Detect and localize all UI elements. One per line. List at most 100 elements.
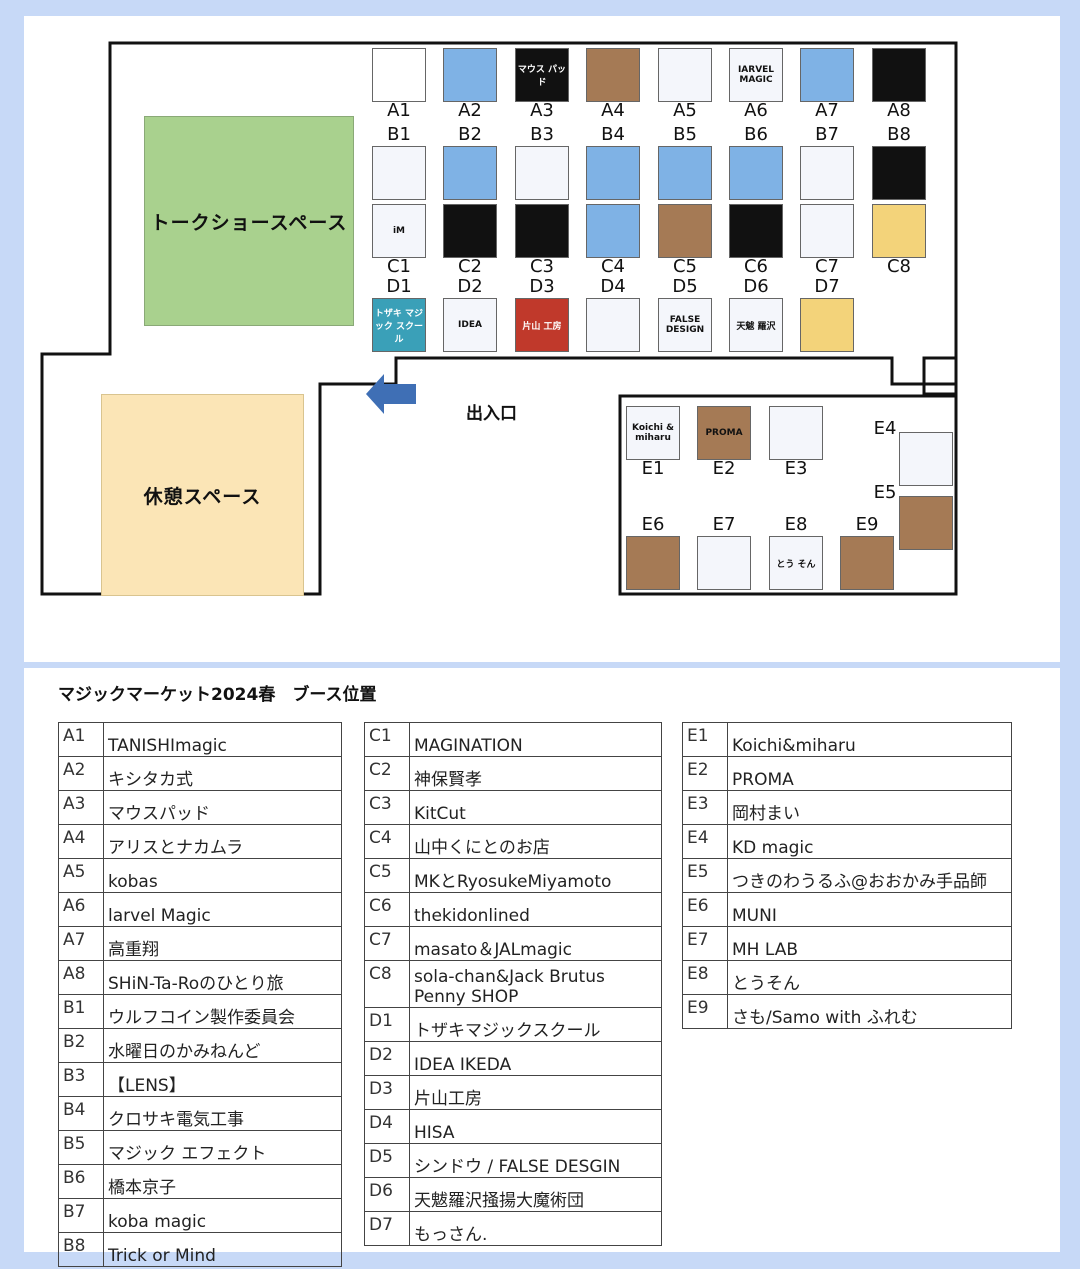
photo-icon (899, 496, 953, 550)
table-row: D7 もっさん. (364, 1211, 662, 1246)
logo-icon: Koichi & miharu (626, 406, 680, 460)
booth-name-cell: IDEA IKEDA (409, 1041, 662, 1076)
table-row: B3【LENS】 (58, 1062, 342, 1097)
booth-name-cell: MKとRyosukeMiyamoto (409, 858, 662, 893)
booth-name-cell: TANISHImagic (103, 722, 342, 757)
booth-id-cell: C5 (364, 858, 410, 893)
signature-icon (443, 204, 497, 258)
logo-icon: とう そん (769, 536, 823, 590)
booth-id-label: E2 (712, 458, 736, 479)
booth-name-cell: MAGINATION (409, 722, 662, 757)
illustration-icon (769, 406, 823, 460)
booth-id-label: C4 (600, 256, 626, 277)
booth-name-cell: マウスパッド (103, 790, 342, 825)
banner-icon (729, 146, 783, 200)
photo-icon (586, 48, 640, 102)
logo-icon: トザキ マジック スクール (372, 298, 426, 352)
entrance-arrow-icon (366, 374, 416, 414)
booth-id-label: C2 (457, 256, 483, 277)
booth-id-label: C7 (814, 256, 840, 277)
booth-id-label: D6 (743, 276, 769, 297)
book-icon (800, 298, 854, 352)
booth-name-cell: 高重翔 (103, 926, 342, 961)
booth-name-cell: Trick or Mind (103, 1232, 342, 1267)
booth-id-cell: A7 (58, 926, 104, 961)
booth-id-label: B6 (744, 124, 768, 145)
booth-id-label: A6 (744, 100, 768, 121)
booth-id-label: D4 (600, 276, 626, 297)
booth-id-label: C3 (529, 256, 555, 277)
booth-id-label: D1 (386, 276, 412, 297)
pillar (922, 356, 958, 396)
booth-name-cell: トザキマジックスクール (409, 1007, 662, 1042)
booth-id-cell: A6 (58, 892, 104, 927)
logo-icon: IARVEL MAGIC (729, 48, 783, 102)
booth-name-cell: sola-chan&Jack Brutus Penny SHOP (409, 960, 662, 1008)
booth-name-cell: もっさん. (409, 1211, 662, 1246)
booth-id-cell: E7 (682, 926, 728, 961)
booth-id-label: E5 (873, 482, 897, 503)
booth-name-cell: ウルフコイン製作委員会 (103, 994, 342, 1029)
signature-icon (515, 204, 569, 258)
booth-name-cell: キシタカ式 (103, 756, 342, 791)
booth-id-label: C1 (386, 256, 412, 277)
illustration-icon (626, 536, 680, 590)
booth-id-label: D2 (457, 276, 483, 297)
booth-name-cell: さも/Samo with ふれむ (727, 994, 1012, 1029)
booth-id-cell: D7 (364, 1211, 410, 1246)
booth-name-cell: thekidonlined (409, 892, 662, 927)
mousepad-icon: マウス パッド (515, 48, 569, 102)
booth-name-cell: 水曜日のかみねんど (103, 1028, 342, 1063)
booth-id-cell: E3 (682, 790, 728, 825)
booth-id-label: E1 (641, 458, 665, 479)
booth-name-cell: kobas (103, 858, 342, 893)
booth-id-cell: C3 (364, 790, 410, 825)
logo-icon (586, 298, 640, 352)
face-icon (586, 204, 640, 258)
silhouette-icon (372, 48, 426, 102)
booth-id-cell: D6 (364, 1177, 410, 1212)
rest-space: 休憩スペース (101, 394, 304, 596)
booth-name-cell: つきのわうるふ@おおかみ手品師 (727, 858, 1012, 893)
booth-id-cell: C1 (364, 722, 410, 757)
booth-name-cell: 岡村まい (727, 790, 1012, 825)
booth-id-cell: C8 (364, 960, 410, 1008)
booth-id-cell: A1 (58, 722, 104, 757)
booth-id-cell: A5 (58, 858, 104, 893)
booth-id-cell: D1 (364, 1007, 410, 1042)
spade-icon (899, 432, 953, 486)
booth-name-cell: SHiN-Ta-Roのひとり旅 (103, 960, 342, 995)
illustration-icon (872, 204, 926, 258)
booth-id-label: A5 (673, 100, 697, 121)
booth-name-cell: larvel Magic (103, 892, 342, 927)
booth-id-cell: E1 (682, 722, 728, 757)
booth-name-cell: Koichi&miharu (727, 722, 1012, 757)
coin-icon (372, 146, 426, 200)
floor-outline (40, 41, 958, 596)
logo-icon: PROMA (697, 406, 751, 460)
booth-id-cell: B2 (58, 1028, 104, 1063)
booth-name-cell: KitCut (409, 790, 662, 825)
booth-id-label: A3 (530, 100, 554, 121)
